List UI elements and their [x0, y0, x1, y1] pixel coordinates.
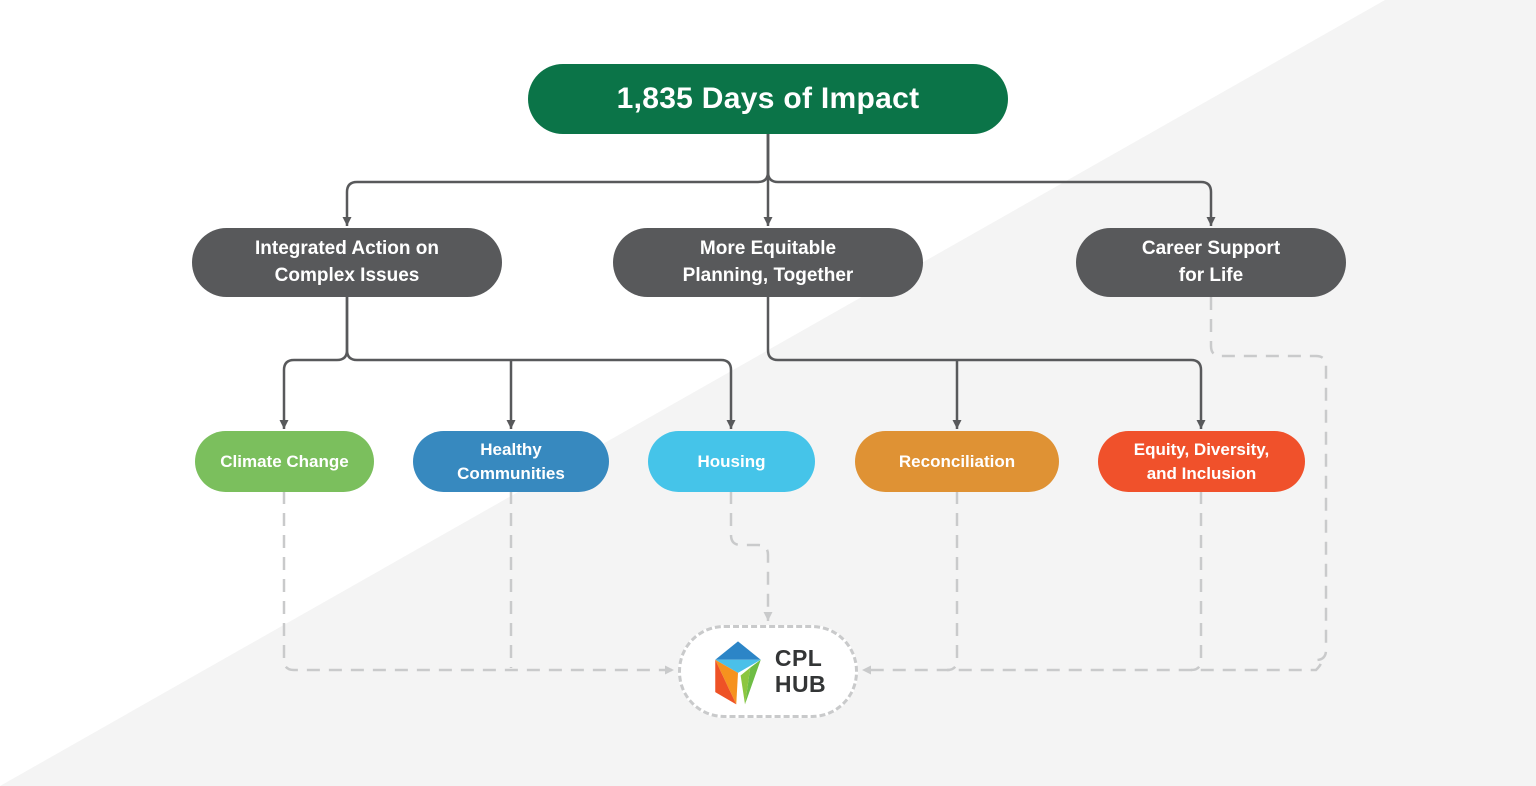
node-equity-line2: and Inclusion: [1146, 463, 1257, 483]
node-healthy-communities-line1: Healthy: [480, 439, 542, 459]
node-reconciliation-label: Reconciliation: [898, 451, 1016, 471]
node-days-of-impact-label: 1,835 Days of Impact: [616, 82, 920, 115]
node-equity-diversity-inclusion: Equity, Diversity, and Inclusion: [1098, 431, 1305, 492]
node-career-support: Career Support for Life: [1076, 228, 1346, 297]
node-healthy-communities-line2: Communities: [457, 463, 565, 483]
node-integrated-action-line2: Complex Issues: [274, 264, 420, 286]
node-housing: Housing: [648, 431, 815, 492]
node-career-support-line2: for Life: [1178, 264, 1244, 286]
node-integrated-action: Integrated Action on Complex Issues: [192, 228, 502, 297]
node-reconciliation: Reconciliation: [855, 431, 1059, 492]
node-climate-change-label: Climate Change: [220, 451, 349, 471]
node-healthy-communities: Healthy Communities: [413, 431, 609, 492]
node-equitable-planning-line1: More Equitable: [699, 237, 837, 259]
cpl-hub-label: CPL HUB: [774, 645, 827, 697]
cpl-hub-label-line2: HUB: [774, 670, 827, 697]
node-integrated-action-line1: Integrated Action on: [254, 237, 440, 259]
node-career-support-line1: Career Support: [1141, 237, 1281, 259]
node-equitable-planning-line2: Planning, Together: [682, 264, 854, 286]
node-climate-change: Climate Change: [195, 431, 374, 492]
cpl-hub-cube-logo-icon: [715, 640, 761, 704]
node-equity-line1: Equity, Diversity,: [1133, 439, 1270, 459]
node-equitable-planning: More Equitable Planning, Together: [613, 228, 923, 297]
node-days-of-impact: 1,835 Days of Impact: [528, 64, 1008, 134]
node-cpl-hub: CPL HUB: [678, 625, 858, 718]
cpl-hub-label-line1: CPL: [774, 645, 823, 672]
node-housing-label: Housing: [697, 451, 766, 471]
